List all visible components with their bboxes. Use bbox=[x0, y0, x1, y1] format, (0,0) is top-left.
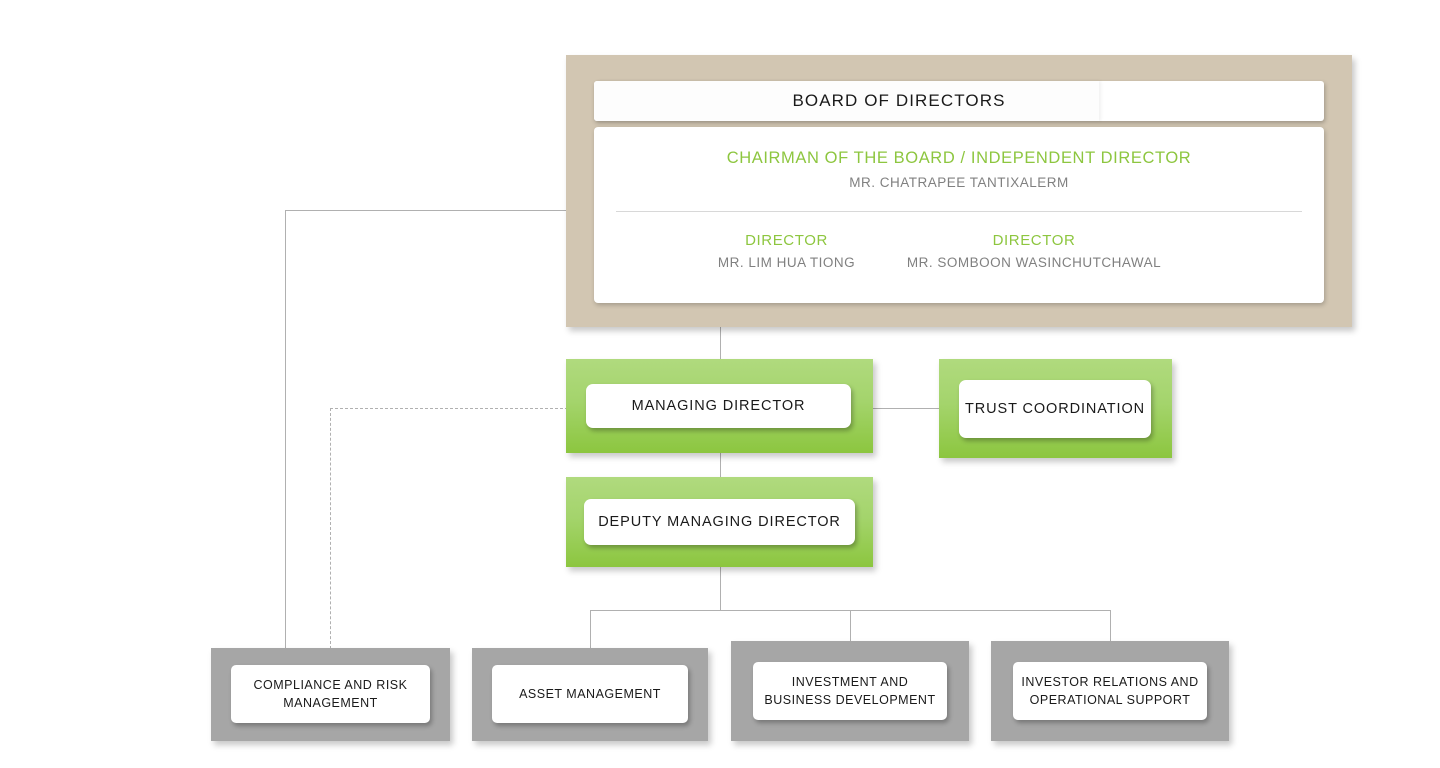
node-deputy-managing-director-label-box: DEPUTY MANAGING DIRECTOR bbox=[584, 499, 855, 545]
director-role-2: DIRECTOR bbox=[992, 232, 1076, 249]
node-asset-management-label-box: ASSET MANAGEMENT bbox=[492, 665, 688, 723]
connector-managing-to-compliance-horizontal bbox=[330, 408, 568, 409]
connector-board-to-compliance-vertical bbox=[285, 210, 286, 649]
connector-drop-asset-management bbox=[590, 610, 591, 649]
connector-managing-to-deputy bbox=[720, 453, 721, 487]
node-investor-relations-and-operational-support[interactable]: INVESTOR RELATIONS AND OPERATIONAL SUPPO… bbox=[991, 641, 1229, 741]
node-asset-management[interactable]: ASSET MANAGEMENT bbox=[472, 648, 708, 741]
director-name-1: MR. LIM HUA TIONG bbox=[717, 255, 856, 270]
node-investor-relations-and-operational-support-label-box: INVESTOR RELATIONS AND OPERATIONAL SUPPO… bbox=[1013, 662, 1207, 720]
node-trust-coordination-label-box: TRUST COORDINATION bbox=[959, 380, 1151, 438]
node-deputy-managing-director-label: DEPUTY MANAGING DIRECTOR bbox=[598, 514, 841, 530]
connector-managing-to-trust bbox=[873, 408, 940, 409]
board-of-directors-title: BOARD OF DIRECTORS bbox=[792, 91, 1006, 110]
node-investment-and-business-development-label: INVESTMENT AND BUSINESS DEVELOPMENT bbox=[764, 674, 936, 707]
node-asset-management-label: ASSET MANAGEMENT bbox=[519, 686, 661, 701]
connector-managing-to-compliance-vertical bbox=[330, 408, 331, 649]
connector-deputy-to-bus bbox=[720, 567, 721, 611]
node-compliance-and-risk-management-label-box: COMPLIANCE AND RISK MANAGEMENT bbox=[231, 665, 430, 723]
node-investment-and-business-development[interactable]: INVESTMENT AND BUSINESS DEVELOPMENT bbox=[731, 641, 969, 741]
board-members-box: CHAIRMAN OF THE BOARD / INDEPENDENT DIRE… bbox=[594, 127, 1324, 303]
connector-board-to-managing-director bbox=[720, 327, 721, 359]
node-managing-director[interactable]: MANAGING DIRECTOR bbox=[566, 359, 873, 453]
connector-drop-investment-business bbox=[850, 610, 851, 649]
node-compliance-and-risk-management[interactable]: COMPLIANCE AND RISK MANAGEMENT bbox=[211, 648, 450, 741]
board-divider bbox=[616, 211, 1302, 212]
chairman-role: CHAIRMAN OF THE BOARD / INDEPENDENT DIRE… bbox=[726, 149, 1192, 167]
director-entry-2: DIRECTOR MR. SOMBOON WASINCHUTCHAWAL bbox=[879, 232, 1189, 270]
node-investor-relations-and-operational-support-label: INVESTOR RELATIONS AND OPERATIONAL SUPPO… bbox=[1021, 674, 1199, 707]
director-entry-1: DIRECTOR MR. LIM HUA TIONG bbox=[694, 232, 879, 270]
board-of-directors-title-box: BOARD OF DIRECTORS bbox=[594, 81, 1324, 121]
directors-row: DIRECTOR MR. LIM HUA TIONG DIRECTOR MR. … bbox=[694, 232, 1224, 270]
board-of-directors-panel: BOARD OF DIRECTORS CHAIRMAN OF THE BOARD… bbox=[566, 55, 1352, 327]
director-role-1: DIRECTOR bbox=[745, 232, 828, 249]
node-managing-director-label: MANAGING DIRECTOR bbox=[631, 398, 806, 414]
node-deputy-managing-director[interactable]: DEPUTY MANAGING DIRECTOR bbox=[566, 477, 873, 567]
node-compliance-and-risk-management-label: COMPLIANCE AND RISK MANAGEMENT bbox=[253, 677, 408, 710]
node-managing-director-label-box: MANAGING DIRECTOR bbox=[586, 384, 851, 428]
connector-drop-investor-relations bbox=[1110, 610, 1111, 649]
node-investment-and-business-development-label-box: INVESTMENT AND BUSINESS DEVELOPMENT bbox=[753, 662, 947, 720]
director-name-2: MR. SOMBOON WASINCHUTCHAWAL bbox=[906, 255, 1162, 270]
node-trust-coordination[interactable]: TRUST COORDINATION bbox=[939, 359, 1172, 458]
chairman-name: MR. CHATRAPEE TANTIXALERM bbox=[849, 175, 1069, 190]
connector-board-to-compliance-horizontal bbox=[285, 210, 567, 211]
node-trust-coordination-label: TRUST COORDINATION bbox=[965, 401, 1145, 417]
